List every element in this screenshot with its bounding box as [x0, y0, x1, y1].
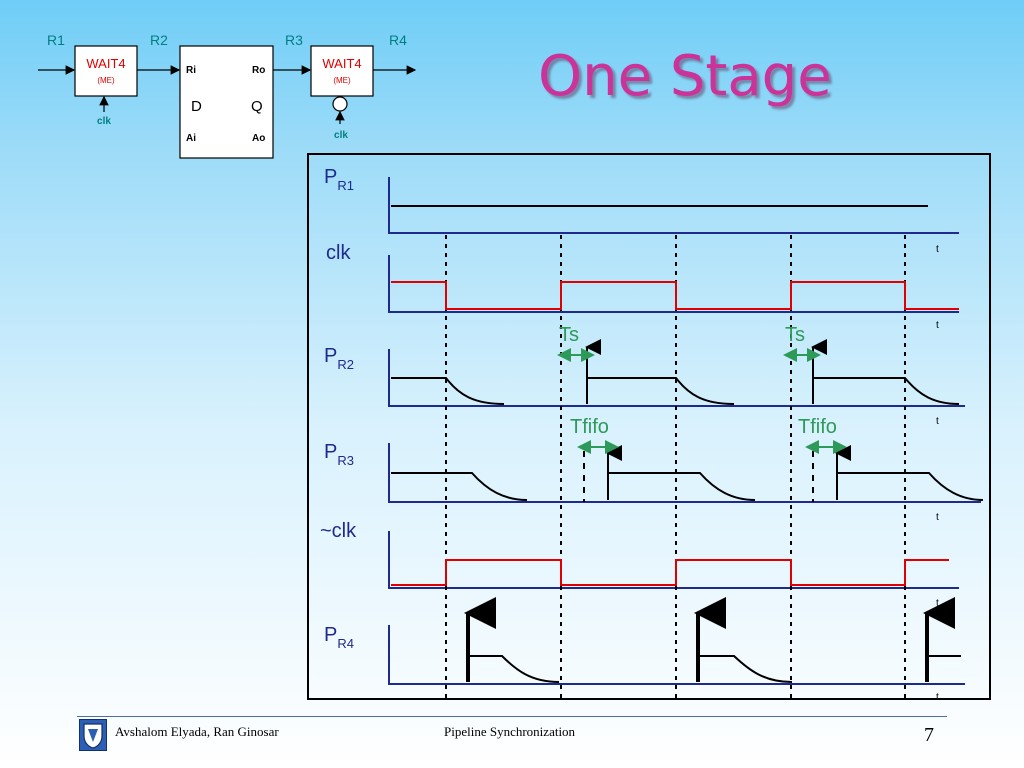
- ts-label-2: Ts: [785, 324, 805, 346]
- wait-sublabel-left: (ME): [97, 76, 115, 85]
- pr2-waveform: [391, 377, 960, 405]
- tfifo-label-1: Tfifo: [570, 416, 609, 438]
- register-label-r2: R2: [150, 32, 168, 48]
- clk-waveform: [391, 281, 959, 310]
- fifo-q-label: Q: [251, 98, 263, 115]
- register-label-r4: R4: [389, 32, 407, 48]
- signal-label-nclk: ~clk: [320, 520, 357, 542]
- ts-label-1: Ts: [559, 324, 579, 346]
- tfifo-label-2: Tfifo: [798, 416, 837, 438]
- wait-box-left: [74, 45, 138, 97]
- fifo-ai-label: Ai: [186, 133, 196, 144]
- signal-label-clk: clk: [326, 242, 351, 264]
- fifo-d-label: D: [191, 98, 202, 115]
- technion-logo-icon: [79, 719, 107, 751]
- t-label: t: [936, 598, 939, 609]
- pr4-waveform: [467, 655, 961, 683]
- t-label: t: [936, 244, 939, 255]
- pr3-waveform: [391, 472, 984, 501]
- footer-authors: Avshalom Elyada, Ran Ginosar: [115, 724, 279, 739]
- fifo-box: [179, 45, 274, 159]
- block-diagram: R1 R2 R3 R4 WAIT4 (ME) clk Ri Ro D Q Ai …: [38, 32, 417, 159]
- register-label-r3: R3: [285, 32, 303, 48]
- fifo-ao-label: Ao: [252, 133, 265, 144]
- nclk-waveform: [391, 559, 949, 586]
- register-label-r1: R1: [47, 32, 65, 48]
- wait-sublabel-right: (ME): [333, 76, 351, 85]
- inverter-bubble: [332, 96, 348, 112]
- t-label: t: [936, 320, 939, 331]
- axes: [388, 177, 981, 685]
- timing-diagram-frame: PR1 clk PR2 PR3 ~clk PR4 t t t t t t: [307, 153, 991, 700]
- signal-label-pr3: PR3: [324, 441, 354, 468]
- wait-label-right: WAIT4: [322, 56, 361, 71]
- fifo-ri-label: Ri: [186, 65, 196, 76]
- wait-box-right: [310, 45, 374, 97]
- signal-label-pr2: PR2: [324, 345, 354, 372]
- footer-divider: [77, 716, 947, 717]
- footer-topic: Pipeline Synchronization: [444, 724, 576, 739]
- timing-diagram: PR1 clk PR2 PR3 ~clk PR4 t t t t t t: [320, 166, 984, 698]
- fifo-ro-label: Ro: [252, 65, 265, 76]
- signal-label-pr4: PR4: [324, 624, 354, 651]
- t-label: t: [936, 416, 939, 427]
- t-label: t: [936, 512, 939, 523]
- clk-label-right: clk: [334, 130, 348, 141]
- clk-label-left: clk: [97, 116, 111, 127]
- slide-title: One Stage: [538, 44, 832, 109]
- wait-label-left: WAIT4: [86, 56, 125, 71]
- signal-label-pr1: PR1: [324, 166, 354, 193]
- page-number: 7: [924, 724, 934, 746]
- t-label: t: [936, 692, 939, 698]
